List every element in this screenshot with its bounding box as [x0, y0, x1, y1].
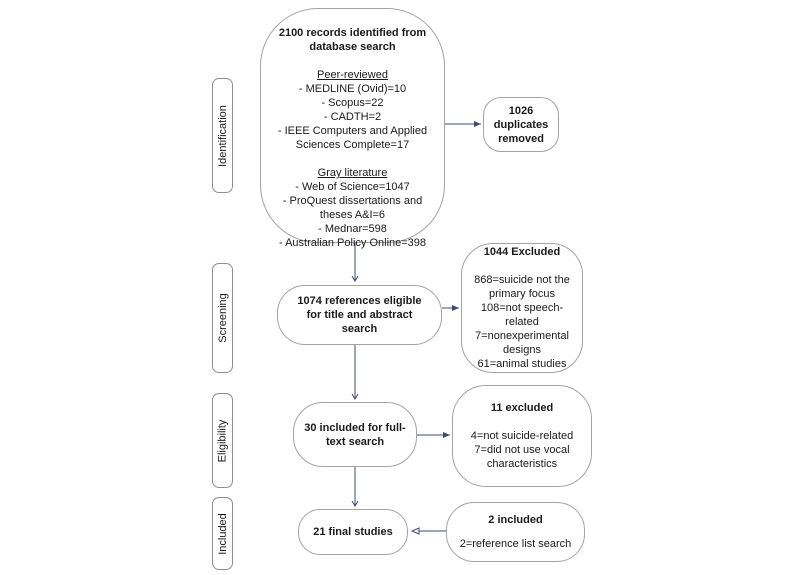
section-heading-peer-reviewed: Peer-reviewed — [317, 69, 388, 81]
box-title: 11 excluded — [490, 402, 554, 414]
box-final-studies: 21 final studies — [298, 509, 408, 555]
box-title: 1026 duplicates removed — [493, 104, 549, 145]
box-duplicates-removed: 1026 duplicates removed — [483, 97, 559, 152]
list-item: 61=animal studies — [477, 358, 567, 370]
list-item: 7=nonexperimental designs — [475, 330, 569, 356]
list-item: 7=did not use vocal characteristics — [474, 444, 570, 470]
box-fulltext-excluded: 11 excluded 4=not suicide-related 7=did … — [452, 385, 592, 487]
box-reference-included: 2 included 2=reference list search — [446, 502, 585, 562]
list-item: 108=not speech-related — [480, 302, 564, 328]
box-screening-excluded: 1044 Excluded 868=suicide not the primar… — [461, 243, 583, 373]
stage-label-screening: Screening — [212, 263, 233, 373]
box-title: 2 included — [488, 514, 543, 526]
list-item: - Web of Science=1047 — [295, 181, 410, 193]
list-item: 2=reference list search — [459, 538, 572, 550]
stage-label-included: Included — [212, 497, 233, 570]
box-references-eligible: 1074 references eligible for title and a… — [277, 285, 442, 345]
box-title: 30 included for full-text search — [304, 421, 406, 448]
list-item: 868=suicide not the primary focus — [474, 274, 570, 300]
stage-label-text: Screening — [216, 293, 229, 343]
box-title: 1044 Excluded — [483, 246, 561, 258]
list-item: - IEEE Computers and Applied Sciences Co… — [277, 125, 428, 151]
list-item: - MEDLINE (Ovid)=10 — [298, 83, 407, 95]
box-title: 21 final studies — [313, 526, 393, 538]
box-title: 1074 references eligible for title and a… — [297, 295, 422, 335]
list-item: - Australian Policy Online=398 — [278, 237, 427, 249]
box-title: 2100 records identified from database se… — [278, 27, 427, 53]
stage-label-text: Included — [216, 512, 229, 555]
section-heading-gray-literature: Gray literature — [317, 167, 388, 179]
list-item: - Scopus=22 — [321, 97, 384, 109]
stage-label-eligibility: Eligibility — [212, 393, 233, 488]
stage-label-text: Identification — [216, 104, 229, 167]
box-fulltext-included: 30 included for full-text search — [293, 402, 417, 467]
stage-label-text: Eligibility — [216, 419, 229, 462]
list-item: - ProQuest dissertations and theses A&I=… — [282, 195, 423, 221]
box-records-identified: 2100 records identified from database se… — [260, 8, 445, 249]
list-item: 4=not suicide-related — [470, 430, 574, 442]
stage-label-identification: Identification — [212, 78, 233, 193]
list-item: - Mednar=598 — [318, 223, 387, 235]
list-item: - CADTH=2 — [323, 111, 382, 123]
